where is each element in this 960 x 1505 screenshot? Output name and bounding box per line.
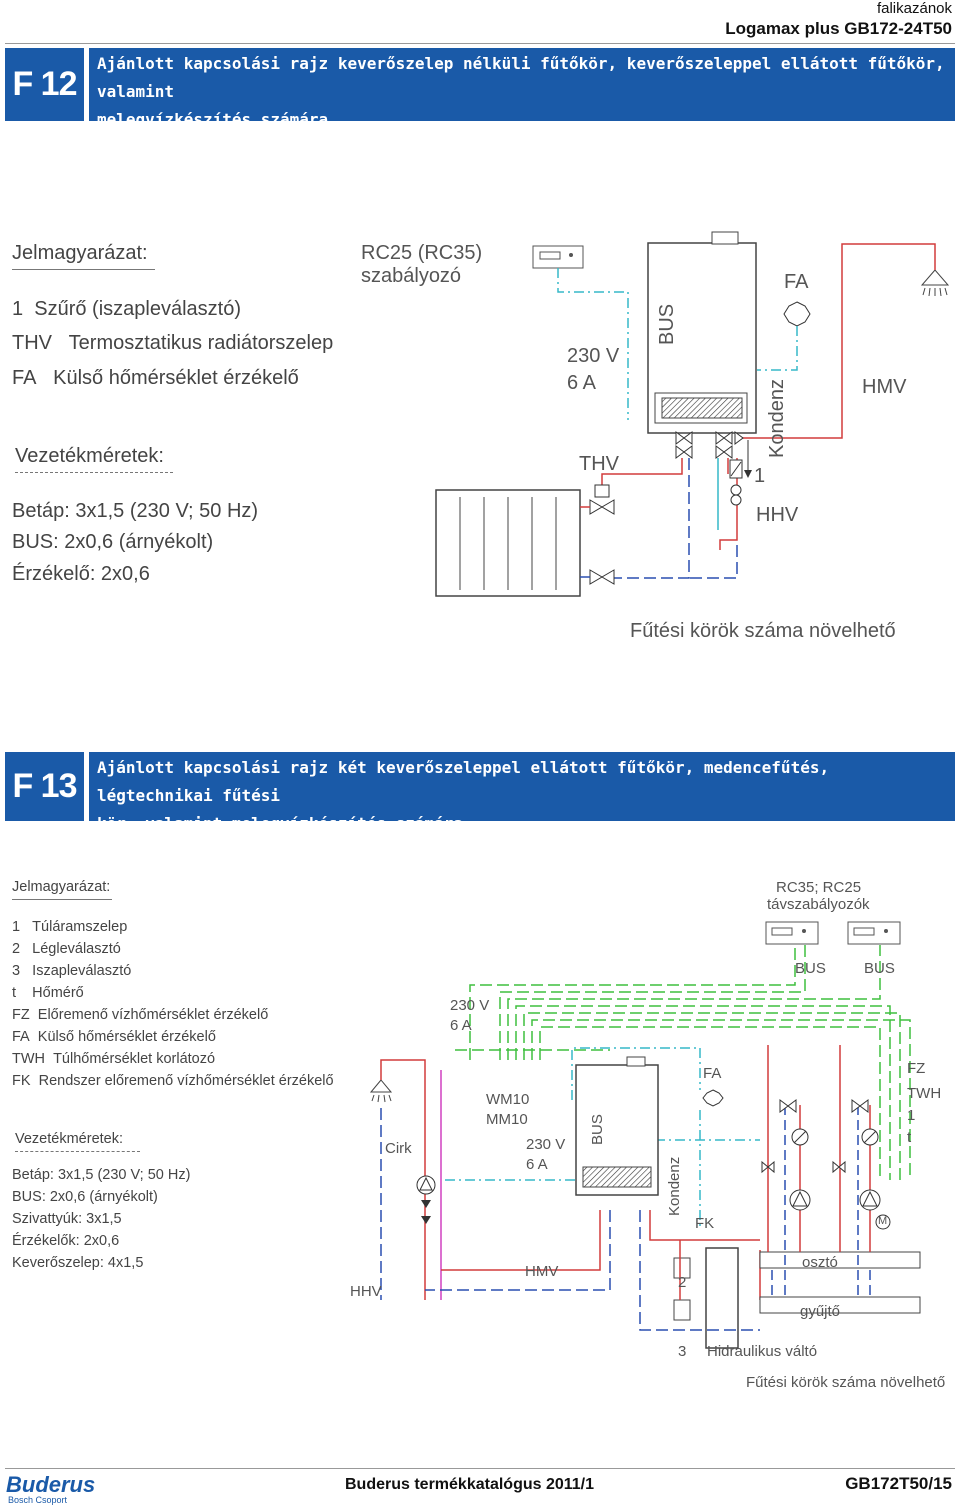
fa-sensor-icon [783, 301, 811, 327]
radiator-icon [435, 489, 581, 597]
f13-wire-item: BUS: 2x0,6 (árnyékolt) [12, 1189, 158, 1205]
f13-two-label: 2 [678, 1274, 687, 1291]
boiler-valves [675, 431, 744, 459]
f13-wm-label: WM10 [486, 1091, 530, 1108]
f13-wire-item: Betáp: 3x1,5 (230 V; 50 Hz) [12, 1167, 191, 1183]
f13-hmv-label: HMV [525, 1263, 559, 1280]
f13-cirk-label: Cirk [385, 1140, 412, 1157]
f13-title-line1: Ajánlott kapcsolási rajz két keverőszele… [97, 758, 830, 805]
f13-power-label: 230 V [450, 997, 490, 1014]
fa-sensor-icon [702, 1089, 724, 1107]
header-category: falikazánok [876, 0, 952, 17]
footer-page: GB172T50/15 [845, 1474, 952, 1493]
header-product: Logamax plus GB172-24T50 [725, 19, 952, 38]
f13-fa-label: FA [703, 1065, 722, 1082]
f12-wire-heading: Vezetékméretek: [15, 445, 173, 473]
f12-wire-item: Érzékelő: 2x0,6 [12, 563, 150, 585]
f13-fk-label: FK [695, 1215, 715, 1232]
f13-legend-item: 1 Túláramszelep [12, 919, 128, 935]
distributor-icon [759, 1251, 921, 1269]
shower-icon [369, 1079, 393, 1103]
f13-bus-b: BUS [864, 960, 895, 977]
f13-title: Ajánlott kapcsolási rajz két keverőszele… [89, 752, 955, 833]
f13-note: Fűtési körök száma növelhető [746, 1374, 946, 1391]
f13-wire-heading: Vezetékméretek: [15, 1131, 140, 1152]
f12-title: Ajánlott kapcsolási rajz keverőszelep né… [89, 48, 955, 129]
controller-icon [532, 245, 584, 269]
f12-bus-label: BUS [656, 303, 678, 345]
f13-m-label: M [878, 1215, 888, 1227]
remote-controller-icon [765, 921, 819, 945]
f13-wire-item: Keverőszelep: 4x1,5 [12, 1255, 144, 1271]
f13-twh-label: TWH [907, 1085, 942, 1102]
f13-three-label: 3 [678, 1343, 687, 1360]
footer-divider [5, 1468, 955, 1469]
f13-gyujto-label: gyűjtő [800, 1303, 841, 1320]
f12-title-line1: Ajánlott kapcsolási rajz keverőszelep né… [97, 54, 945, 101]
f13-bus-boiler: BUS [589, 1114, 606, 1145]
f12-note: Fűtési körök száma növelhető [630, 620, 896, 642]
cirk-pump-icon [416, 1175, 436, 1224]
f13-legend-item: FK Rendszer előremenő vízhőmérséklet érz… [12, 1073, 334, 1089]
f12-fa-label: FA [784, 271, 809, 293]
f12-wire-item: Betáp: 3x1,5 (230 V; 50 Hz) [12, 500, 259, 522]
f13-controllers-label2: távszabályozók [767, 896, 870, 913]
f13-wire-item: Szivattyúk: 3x1,5 [12, 1211, 122, 1227]
f13-controllers-label: RC35; RC25 [776, 879, 862, 896]
f12-diagram [435, 231, 950, 597]
f13-one-label: 1 [907, 1107, 916, 1124]
f13-power-label2: 230 V [526, 1136, 566, 1153]
f13-current-label: 6 A [450, 1017, 472, 1034]
f12-power-label: 230 V [567, 345, 620, 367]
shower-icon [920, 269, 950, 297]
f12-legend-item: THV Termosztatikus radiátorszelep [12, 332, 334, 354]
hydraulic-switch-icon [673, 1247, 739, 1349]
header-divider [5, 43, 955, 44]
f13-code: F 13 [12, 767, 77, 805]
footer-catalog: Buderus termékkatalógus 2011/1 [345, 1476, 595, 1493]
brand-subtitle: Bosch Csoport [8, 1495, 68, 1505]
f12-code: F 12 [12, 65, 77, 103]
brand-logo: Buderus [6, 1472, 96, 1497]
f13-legend-item: FA Külső hőmérséklet érzékelő [12, 1029, 216, 1045]
f13-legend-item: 3 Iszapleválasztó [12, 963, 132, 979]
f12-legend-heading: Jelmagyarázat: [12, 242, 155, 270]
f12-hmv-label: HMV [862, 376, 907, 398]
f13-hidraulikus-label: Hidraulikus váltó [707, 1343, 818, 1360]
f12-kondenz-label: Kondenz [766, 379, 788, 458]
f13-current-label2: 6 A [526, 1156, 548, 1173]
f13-mm-label: MM10 [486, 1111, 528, 1128]
f13-legend-heading: Jelmagyarázat: [12, 879, 112, 900]
f13-legend-item: 2 Légleválasztó [12, 941, 121, 957]
f13-kondenz-label: Kondenz [666, 1156, 683, 1216]
f13-fz-label: FZ [907, 1060, 926, 1077]
f13-legend-item: t Hőmérő [12, 985, 84, 1001]
f13-bus-a: BUS [795, 960, 826, 977]
f12-code-badge: F 12 [5, 48, 84, 121]
f13-wire-item: Érzékelők: 2x0,6 [12, 1233, 120, 1249]
f13-code-badge: F 13 [5, 752, 84, 821]
f12-legend-item: 1 Szűrő (iszapleválasztó) [12, 298, 241, 320]
f13-hhv-label: HHV [350, 1283, 382, 1300]
remote-controller-icon [847, 921, 901, 945]
f13-legend-item: TWH Túlhőmérséklet korlátozó [12, 1051, 216, 1067]
thv-valve-icon [589, 484, 615, 585]
f12-title-line2: melegvízkészítés számára [97, 110, 329, 129]
f13-legend-item: FZ Előremenő vízhőmérséklet érzékelő [12, 1007, 269, 1023]
f12-filter-label: 1 [754, 465, 766, 487]
f12-hhv-label: HHV [756, 504, 799, 526]
f12-wire-item: BUS: 2x0,6 (árnyékolt) [12, 531, 214, 553]
f12-current-label: 6 A [567, 372, 596, 394]
f12-legend-item: FA Külső hőmérséklet érzékelő [12, 367, 299, 389]
f12-controller-label2: szabályozó [361, 265, 462, 287]
f12-controller-label: RC25 (RC35) [361, 242, 483, 264]
boiler-icon [647, 231, 757, 434]
f12-thv-label: THV [579, 453, 619, 475]
f13-oszto-label: osztó [802, 1254, 838, 1271]
f13-title-line2: kör, valamint melegvízkészítés számára [97, 814, 464, 833]
f13-t-label: t [907, 1129, 912, 1146]
